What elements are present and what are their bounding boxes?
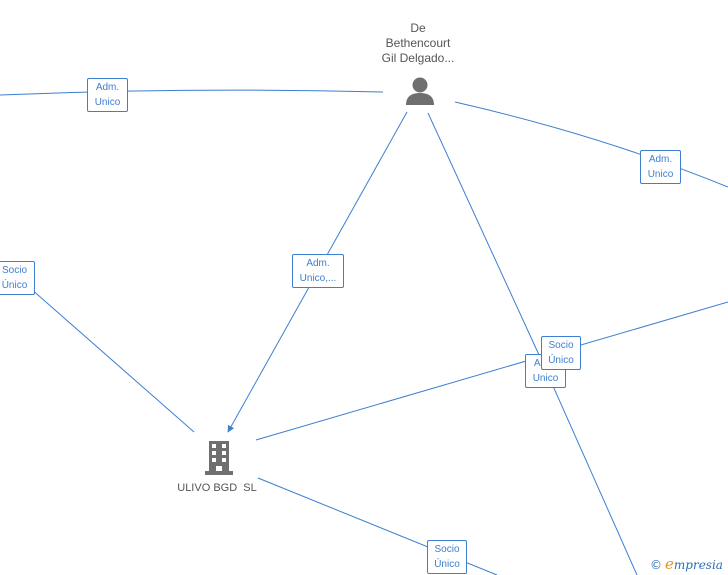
edge-label-adm-unico-right[interactable]: Adm. Unico xyxy=(640,150,681,184)
edge-label-socio-unico-right[interactable]: Socio Único xyxy=(541,336,581,370)
edge-left-company xyxy=(29,287,195,433)
edge-person-right xyxy=(454,101,728,188)
edge-label-socio-unico-bottom[interactable]: Socio Único xyxy=(427,540,467,574)
edge-company-right xyxy=(255,301,728,441)
person-name-line-2: Bethencourt xyxy=(385,36,451,50)
person-icon[interactable] xyxy=(404,76,436,106)
edge-label-adm-unico-left[interactable]: Adm. Unico xyxy=(87,78,128,112)
edge-label-line: Único xyxy=(434,559,460,570)
edge-label-line: Adm. xyxy=(306,258,330,269)
edge-label-line: Socio xyxy=(434,544,460,555)
edge-label-line: Unico xyxy=(532,373,559,384)
person-node-label: De Bethencourt Gil Delgado... xyxy=(368,21,468,66)
copyright-symbol: © xyxy=(650,558,662,572)
edge-bottom-continue xyxy=(544,367,638,575)
person-name-line-1: De xyxy=(410,21,426,35)
company-node-label[interactable]: ULIVO BGD SL xyxy=(177,482,257,494)
edge-label-line: Adm. xyxy=(95,82,120,93)
brand-name: mpresia xyxy=(673,558,723,572)
empresia-watermark: ©empresia xyxy=(650,555,723,573)
edge-person-left xyxy=(0,89,384,96)
person-name-line-3: Gil Delgado... xyxy=(381,51,455,65)
edge-label-line: Adm. xyxy=(648,154,673,165)
edge-label-line: Unico xyxy=(94,97,121,108)
edge-label-socio-unico-left[interactable]: Socio Único xyxy=(0,261,35,295)
edge-label-line: Unico xyxy=(647,169,674,180)
edge-label-line: Único xyxy=(548,355,574,366)
edge-label-line: Socio xyxy=(548,340,574,351)
edge-label-line: Socio xyxy=(1,265,27,276)
edge-label-line: Único xyxy=(1,280,28,291)
edge-label-line: Unico,... xyxy=(299,273,337,284)
edge-person-bottom xyxy=(427,112,546,369)
building-icon[interactable] xyxy=(205,441,233,475)
edge-label-adm-unico-company[interactable]: Adm. Unico,... xyxy=(292,254,344,288)
brand-initial: e xyxy=(665,555,674,573)
